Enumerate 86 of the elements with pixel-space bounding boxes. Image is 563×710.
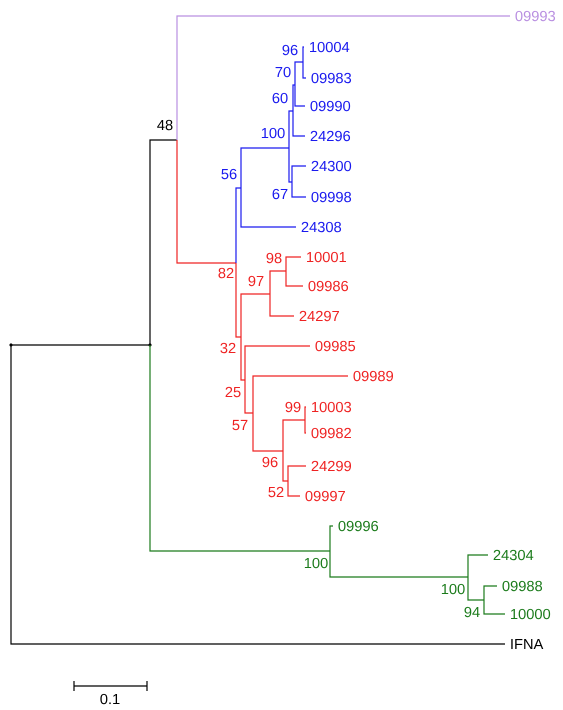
bootstrap-value: 98 <box>266 252 282 264</box>
tree-branch <box>302 46 304 62</box>
tree-branch <box>282 419 305 451</box>
taxon-label: 09996 <box>338 520 378 532</box>
bootstrap-value: 48 <box>157 120 172 130</box>
tree-branch <box>292 111 305 137</box>
tree-branch <box>176 15 510 140</box>
tree-branch <box>294 61 303 85</box>
tree-branch <box>285 256 301 271</box>
tree-branch <box>294 85 305 107</box>
taxon-label: 09989 <box>354 370 394 382</box>
tree-branch <box>285 271 303 287</box>
bootstrap-value: 99 <box>286 402 300 412</box>
tree-branch <box>282 451 288 482</box>
taxon-label: 24297 <box>300 310 339 322</box>
taxon-label: IFNA <box>511 638 544 650</box>
taxon-label: 10003 <box>312 402 352 412</box>
bootstrap-value: 97 <box>248 276 264 286</box>
taxon-label: 09985 <box>316 340 356 352</box>
bootstrap-value: 82 <box>218 268 234 278</box>
taxon-label: 09990 <box>310 100 350 112</box>
bootstrap-value: 100 <box>304 558 328 568</box>
tree-branch <box>10 345 505 645</box>
bootstrap-value: 100 <box>262 128 285 138</box>
bootstrap-value: 60 <box>272 92 288 104</box>
tree-branch <box>483 600 505 615</box>
tree-branch <box>240 188 296 228</box>
tree-branch <box>240 147 289 188</box>
tree-branch <box>467 554 488 577</box>
bootstrap-value: 56 <box>221 168 236 180</box>
tree-branch <box>176 140 236 264</box>
bootstrap-value: 25 <box>226 386 241 398</box>
tree-branch <box>11 344 150 346</box>
tree-branch <box>235 263 241 338</box>
tree-branch <box>304 420 306 434</box>
tree-branch <box>292 84 295 111</box>
taxon-label: 24300 <box>312 160 352 172</box>
tree-branch <box>329 551 468 578</box>
bootstrap-value: 70 <box>276 66 291 78</box>
taxon-label: 24296 <box>310 130 350 142</box>
tree-branch <box>291 165 306 182</box>
bootstrap-value: 96 <box>262 456 278 468</box>
tree-branch <box>288 148 292 183</box>
tree-branch <box>235 187 241 263</box>
taxon-label: 24304 <box>494 550 534 560</box>
tree-branch <box>302 62 306 79</box>
taxon-label: 10000 <box>511 608 550 620</box>
bootstrap-value: 32 <box>220 342 236 354</box>
taxon-label: 09998 <box>312 192 352 202</box>
tree-branch <box>252 413 283 452</box>
taxon-label: 09983 <box>312 72 352 84</box>
taxon-label: 09986 <box>308 280 348 292</box>
taxon-label: 09997 <box>306 490 345 502</box>
branch-point <box>148 343 152 347</box>
tree-branch <box>329 525 333 551</box>
tree-branch <box>304 406 306 420</box>
tree-branch <box>240 337 245 381</box>
tree-branch <box>149 139 177 345</box>
taxon-label: 24299 <box>312 460 352 472</box>
bootstrap-value: 100 <box>442 584 465 594</box>
tree-branch <box>483 585 497 600</box>
tree-branch <box>288 110 293 148</box>
tree-branch <box>149 345 330 552</box>
tree-branch <box>252 375 348 413</box>
scale-bar: 0.1 <box>73 680 148 704</box>
tree-branch <box>244 380 253 414</box>
taxon-label: 09993 <box>516 10 556 22</box>
taxon-label: 09982 <box>312 428 351 438</box>
tree-branch <box>244 345 310 380</box>
taxon-label: 10004 <box>310 42 350 52</box>
branch-point <box>9 343 13 347</box>
bootstrap-value: 67 <box>272 188 288 200</box>
bootstrap-value: 94 <box>464 606 480 618</box>
tree-branch <box>467 577 484 601</box>
bootstrap-value: 52 <box>268 486 284 498</box>
taxon-label: 24308 <box>302 222 342 232</box>
bootstrap-value: 57 <box>232 420 248 430</box>
taxon-label: 10001 <box>307 252 346 262</box>
bootstrap-value: 96 <box>282 44 298 56</box>
tree-branch <box>269 270 286 294</box>
tree-branch <box>291 182 306 198</box>
tree-branch <box>287 465 306 481</box>
tree-branch <box>269 294 294 317</box>
tree-branch <box>287 481 300 497</box>
taxon-label: 09988 <box>502 580 542 592</box>
tree-branch <box>240 293 270 337</box>
